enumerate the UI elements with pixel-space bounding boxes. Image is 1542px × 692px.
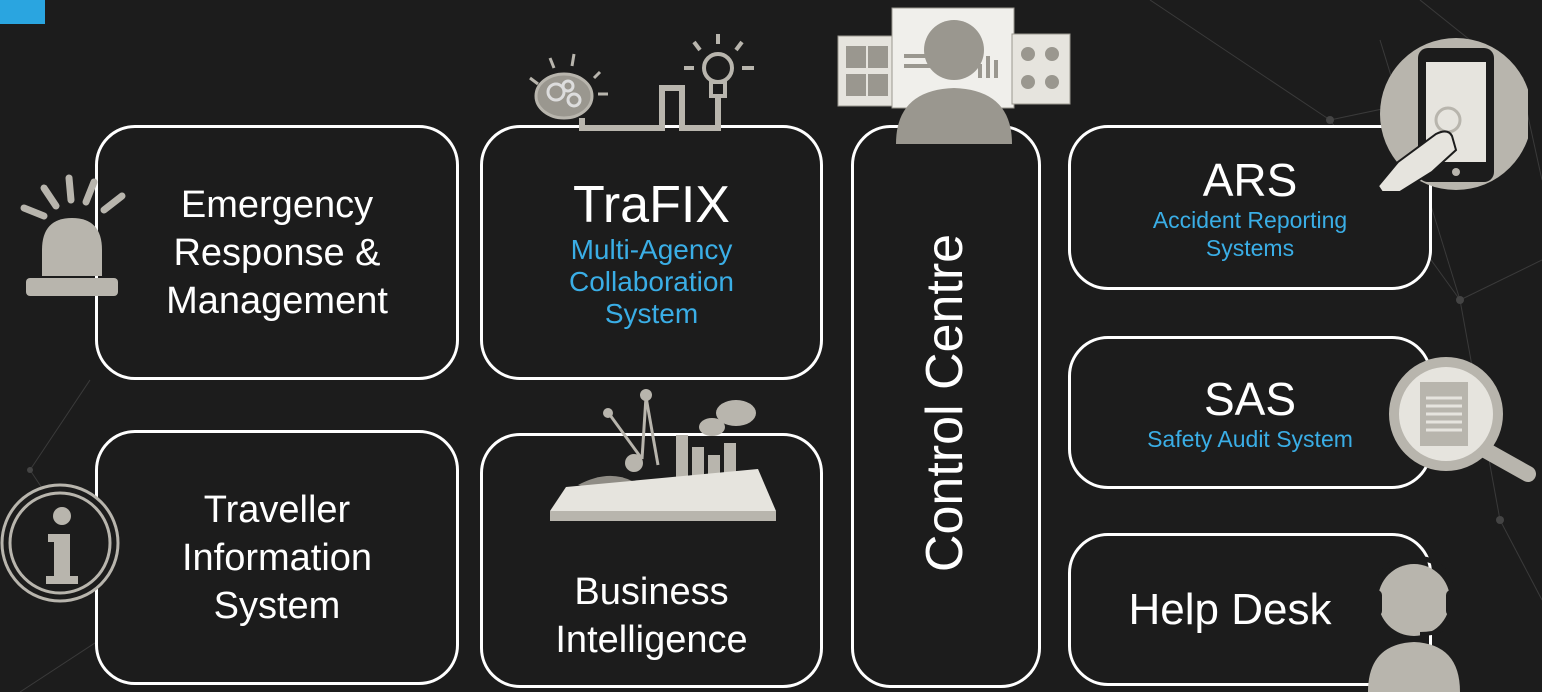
traveller-info-box[interactable]: Traveller Information System bbox=[95, 430, 459, 685]
sas-title: SAS bbox=[1203, 372, 1297, 425]
magnifier-clipboard-icon bbox=[1389, 357, 1536, 482]
trafix-title: TraFIX bbox=[573, 175, 730, 234]
traveller-line2: Information bbox=[181, 536, 373, 579]
trafix-sub2: Collaboration bbox=[569, 265, 734, 297]
ars-sub2: Systems bbox=[1205, 234, 1295, 261]
help-desk-label: Help Desk bbox=[1128, 584, 1332, 634]
traveller-line3: System bbox=[213, 584, 341, 627]
ars-subtitle: Accident Reporting Systems bbox=[1153, 206, 1347, 262]
bi-line1: Business bbox=[574, 570, 729, 613]
control-centre-box[interactable] bbox=[851, 125, 1041, 688]
ars-box[interactable]: ARS Accident Reporting Systems bbox=[1068, 125, 1432, 290]
corner-accent bbox=[0, 0, 45, 24]
emergency-line1: Emergency bbox=[180, 183, 374, 226]
sas-box[interactable]: SAS Safety Audit System bbox=[1068, 336, 1432, 489]
traveller-info-label: Traveller Information System bbox=[182, 486, 372, 630]
business-intelligence-label: Business Intelligence bbox=[555, 568, 747, 664]
control-center-operator-icon bbox=[837, 7, 1071, 144]
headset-agent-icon bbox=[1368, 555, 1460, 692]
trafix-subtitle: Multi-Agency Collaboration System bbox=[569, 234, 734, 330]
ars-title: ARS bbox=[1202, 153, 1298, 206]
traveller-line1: Traveller bbox=[203, 488, 351, 531]
emergency-line3: Management bbox=[166, 279, 388, 322]
trafix-sub1: Multi-Agency bbox=[570, 233, 733, 265]
trafix-sub3: System bbox=[604, 297, 699, 329]
info-icon bbox=[0, 483, 120, 603]
sas-subtitle: Safety Audit System bbox=[1147, 425, 1353, 452]
analytics-tablet-icon bbox=[550, 389, 776, 521]
bi-line2: Intelligence bbox=[555, 618, 748, 661]
ars-sub1: Accident Reporting bbox=[1152, 206, 1348, 233]
emergency-response-label: Emergency Response & Management bbox=[166, 181, 388, 325]
business-intelligence-box[interactable]: Business Intelligence bbox=[480, 433, 823, 688]
smartphone-touch-icon bbox=[1376, 38, 1528, 193]
alarm-siren-icon bbox=[20, 174, 126, 296]
control-centre-label: Control Centre bbox=[916, 233, 974, 573]
emergency-line2: Response & bbox=[173, 231, 381, 274]
emergency-response-box[interactable]: Emergency Response & Management bbox=[95, 125, 459, 380]
brain-lightbulb-icon bbox=[529, 34, 754, 131]
trafix-box[interactable]: TraFIX Multi-Agency Collaboration System bbox=[480, 125, 823, 380]
